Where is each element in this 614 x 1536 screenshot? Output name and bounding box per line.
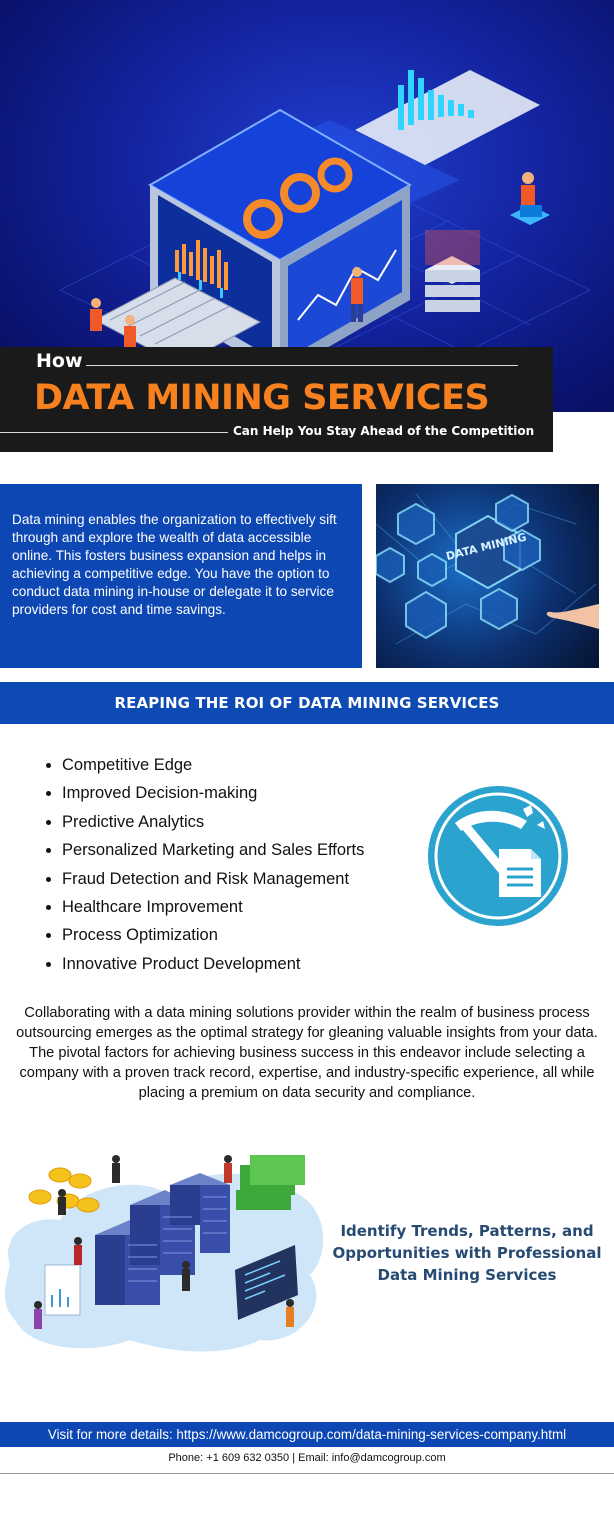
data-center-illustration [58,70,592,412]
list-item: Predictive Analytics [46,811,364,839]
title-divider-bottom [0,432,228,433]
benefits-list: Competitive Edge Improved Decision-makin… [46,754,364,981]
hero-title-band [0,347,553,452]
footer-visit-link[interactable]: Visit for more details: https://www.damc… [47,1427,567,1442]
summary-paragraph: Collaborating with a data mining solutio… [16,1005,598,1101]
list-item: Personalized Marketing and Sales Efforts [46,839,364,867]
list-item: Competitive Edge [46,754,364,782]
data-mining-hexagon-image: DATA MINING [376,484,599,668]
hero-banner [0,0,614,412]
server-team-illustration [5,1155,324,1352]
roi-title: REAPING THE ROI OF DATA MINING SERVICES [114,694,500,712]
page-title: DATA MINING SERVICES [34,378,490,418]
page-subtitle: Can Help You Stay Ahead of the Competiti… [233,424,535,438]
list-item: Innovative Product Development [46,953,364,981]
list-item: Process Optimization [46,924,364,952]
footer-contact: Phone: +1 609 632 0350 | Email: info@dam… [168,1452,446,1464]
hero-how-label: How [36,350,83,372]
footer-divider [0,1473,614,1474]
trend-heading: Identify Trends, Patterns, and Opportuni… [332,1222,602,1284]
footer-link-bar: Visit for more details: https://www.damc… [0,1422,614,1447]
roi-header-bar: REAPING THE ROI OF DATA MINING SERVICES [0,682,614,724]
intro-panel [0,484,362,668]
intro-text: Data mining enables the organization to … [12,512,337,617]
title-divider-top [86,365,518,366]
list-item: Improved Decision-making [46,782,364,810]
list-item: Fraud Detection and Risk Management [46,868,364,896]
pickaxe-document-icon [428,786,568,926]
list-item: Healthcare Improvement [46,896,364,924]
